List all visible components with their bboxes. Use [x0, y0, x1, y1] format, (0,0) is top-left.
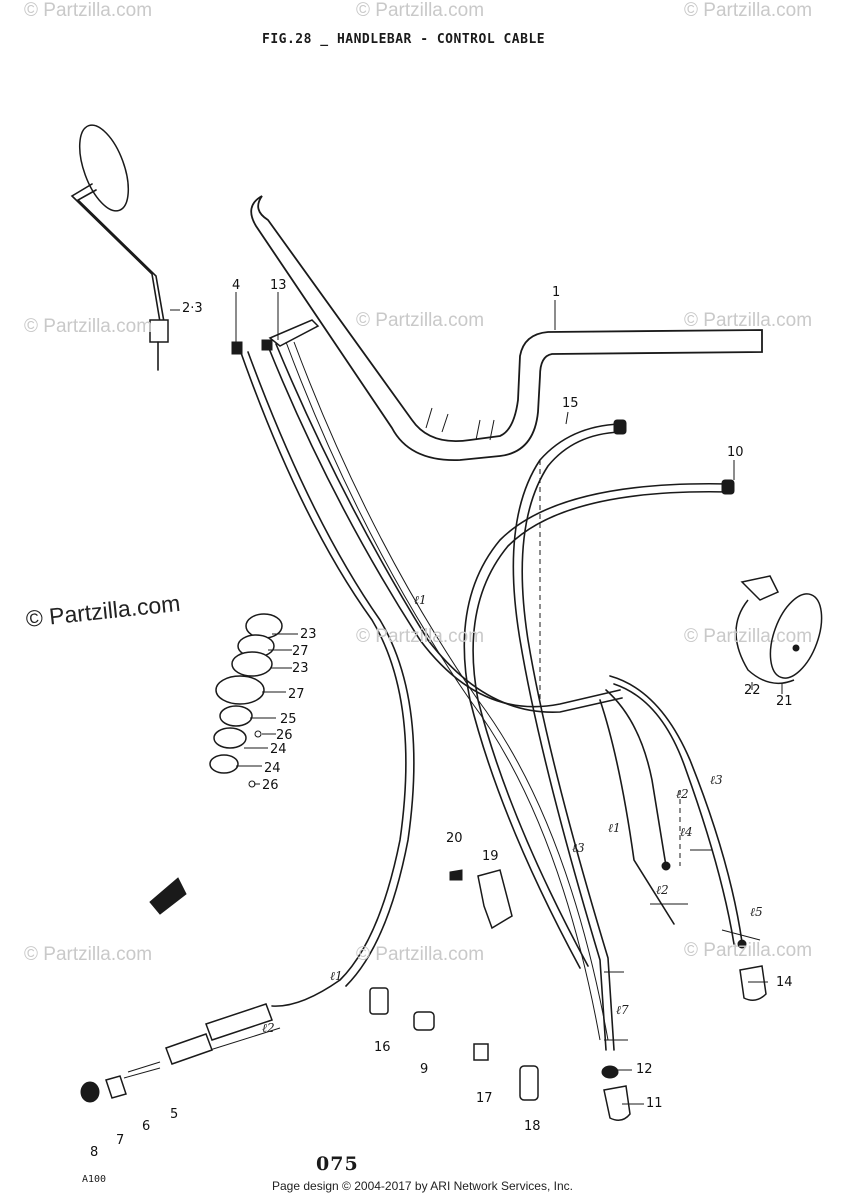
callout-26[interactable]: 26: [276, 728, 293, 743]
callout-19[interactable]: 19: [482, 849, 499, 864]
dimension-l2: ℓ2: [676, 787, 689, 801]
watermark: © Partzilla.com: [356, 626, 485, 647]
watermark: © Partzilla.com: [24, 0, 153, 21]
cable-assembly-left[interactable]: [231, 319, 623, 1041]
cable-assembly-right[interactable]: [539, 460, 747, 949]
leader-lines: [235, 292, 783, 1105]
watermark: © Partzilla.com: [356, 310, 485, 331]
watermark: © Partzilla.com: [684, 0, 813, 21]
cable-adjuster-parts[interactable]: [80, 1003, 273, 1103]
callout-7[interactable]: 7: [116, 1133, 125, 1148]
callout-13[interactable]: 13: [270, 278, 287, 293]
callout-14[interactable]: 14: [776, 975, 793, 990]
dimension-l1: ℓ1: [414, 593, 427, 607]
mirror-part[interactable]: [70, 119, 180, 371]
dimension-l3: ℓ3: [572, 841, 585, 855]
dimension-l1: ℓ1: [330, 969, 343, 983]
meter-cables[interactable]: [463, 419, 735, 1051]
handlebar-part[interactable]: [250, 195, 763, 461]
callout-16[interactable]: 16: [374, 1040, 391, 1055]
callout-5[interactable]: 5: [170, 1107, 179, 1122]
watermark: © Partzilla.com: [684, 940, 813, 961]
callout-27[interactable]: 27: [288, 687, 305, 702]
callout-18[interactable]: 18: [524, 1119, 541, 1134]
dimension-l1: ℓ1: [608, 821, 621, 835]
figure-title: FIG.28 _ HANDLEBAR - CONTROL CABLE: [262, 32, 546, 47]
page-footer: Page design © 2004-2017 by ARI Network S…: [271, 1179, 573, 1193]
callout-10[interactable]: 10: [727, 445, 744, 460]
callout-26[interactable]: 26: [262, 778, 279, 793]
dimension-l2: ℓ2: [262, 1021, 275, 1035]
callout-24[interactable]: 24: [270, 742, 287, 757]
callout-17[interactable]: 17: [476, 1091, 493, 1106]
callout-27[interactable]: 27: [292, 644, 309, 659]
watermark: © Partzilla.com: [356, 944, 485, 965]
callout-11[interactable]: 11: [646, 1096, 663, 1111]
callout-2-3[interactable]: 2·3: [182, 301, 203, 316]
dimension-l5: ℓ5: [750, 905, 763, 919]
callout-6[interactable]: 6: [142, 1119, 151, 1134]
watermark: © Partzilla.com: [684, 626, 813, 647]
direction-arrow-icon: [149, 877, 187, 915]
dimension-ticks: [209, 849, 761, 1051]
callout-20[interactable]: 20: [446, 831, 463, 846]
watermark: © Partzilla.com: [684, 310, 813, 331]
callout-4[interactable]: 4: [232, 278, 241, 293]
callout-9[interactable]: 9: [420, 1062, 429, 1077]
callout-8[interactable]: 8: [90, 1145, 99, 1160]
page-code: A100: [82, 1174, 107, 1185]
watermark: © Partzilla.com: [24, 944, 153, 965]
callout-23[interactable]: 23: [300, 627, 317, 642]
dimension-l4: ℓ4: [680, 825, 693, 839]
callout-12[interactable]: 12: [636, 1062, 653, 1077]
dimension-l2: ℓ2: [656, 883, 669, 897]
cable-guide-bracket[interactable]: [449, 869, 513, 930]
callout-1[interactable]: 1: [552, 285, 561, 300]
callout-21[interactable]: 21: [776, 694, 793, 709]
dimension-l7: ℓ7: [616, 1003, 629, 1017]
callout-22[interactable]: 22: [744, 683, 761, 698]
horn-part[interactable]: [735, 575, 832, 685]
callout-25[interactable]: 25: [280, 712, 297, 727]
callout-15[interactable]: 15: [562, 396, 579, 411]
switch-washer-stack[interactable]: [209, 613, 283, 788]
watermark: © Partzilla.com: [24, 316, 153, 337]
dimension-l3: ℓ3: [710, 773, 723, 787]
cable-end-caps[interactable]: [601, 965, 767, 1121]
small-fittings[interactable]: [369, 987, 539, 1101]
page-number: 075: [316, 1153, 359, 1175]
callout-24[interactable]: 24: [264, 761, 281, 776]
callout-23[interactable]: 23: [292, 661, 309, 676]
watermark: © Partzilla.com: [356, 0, 485, 21]
